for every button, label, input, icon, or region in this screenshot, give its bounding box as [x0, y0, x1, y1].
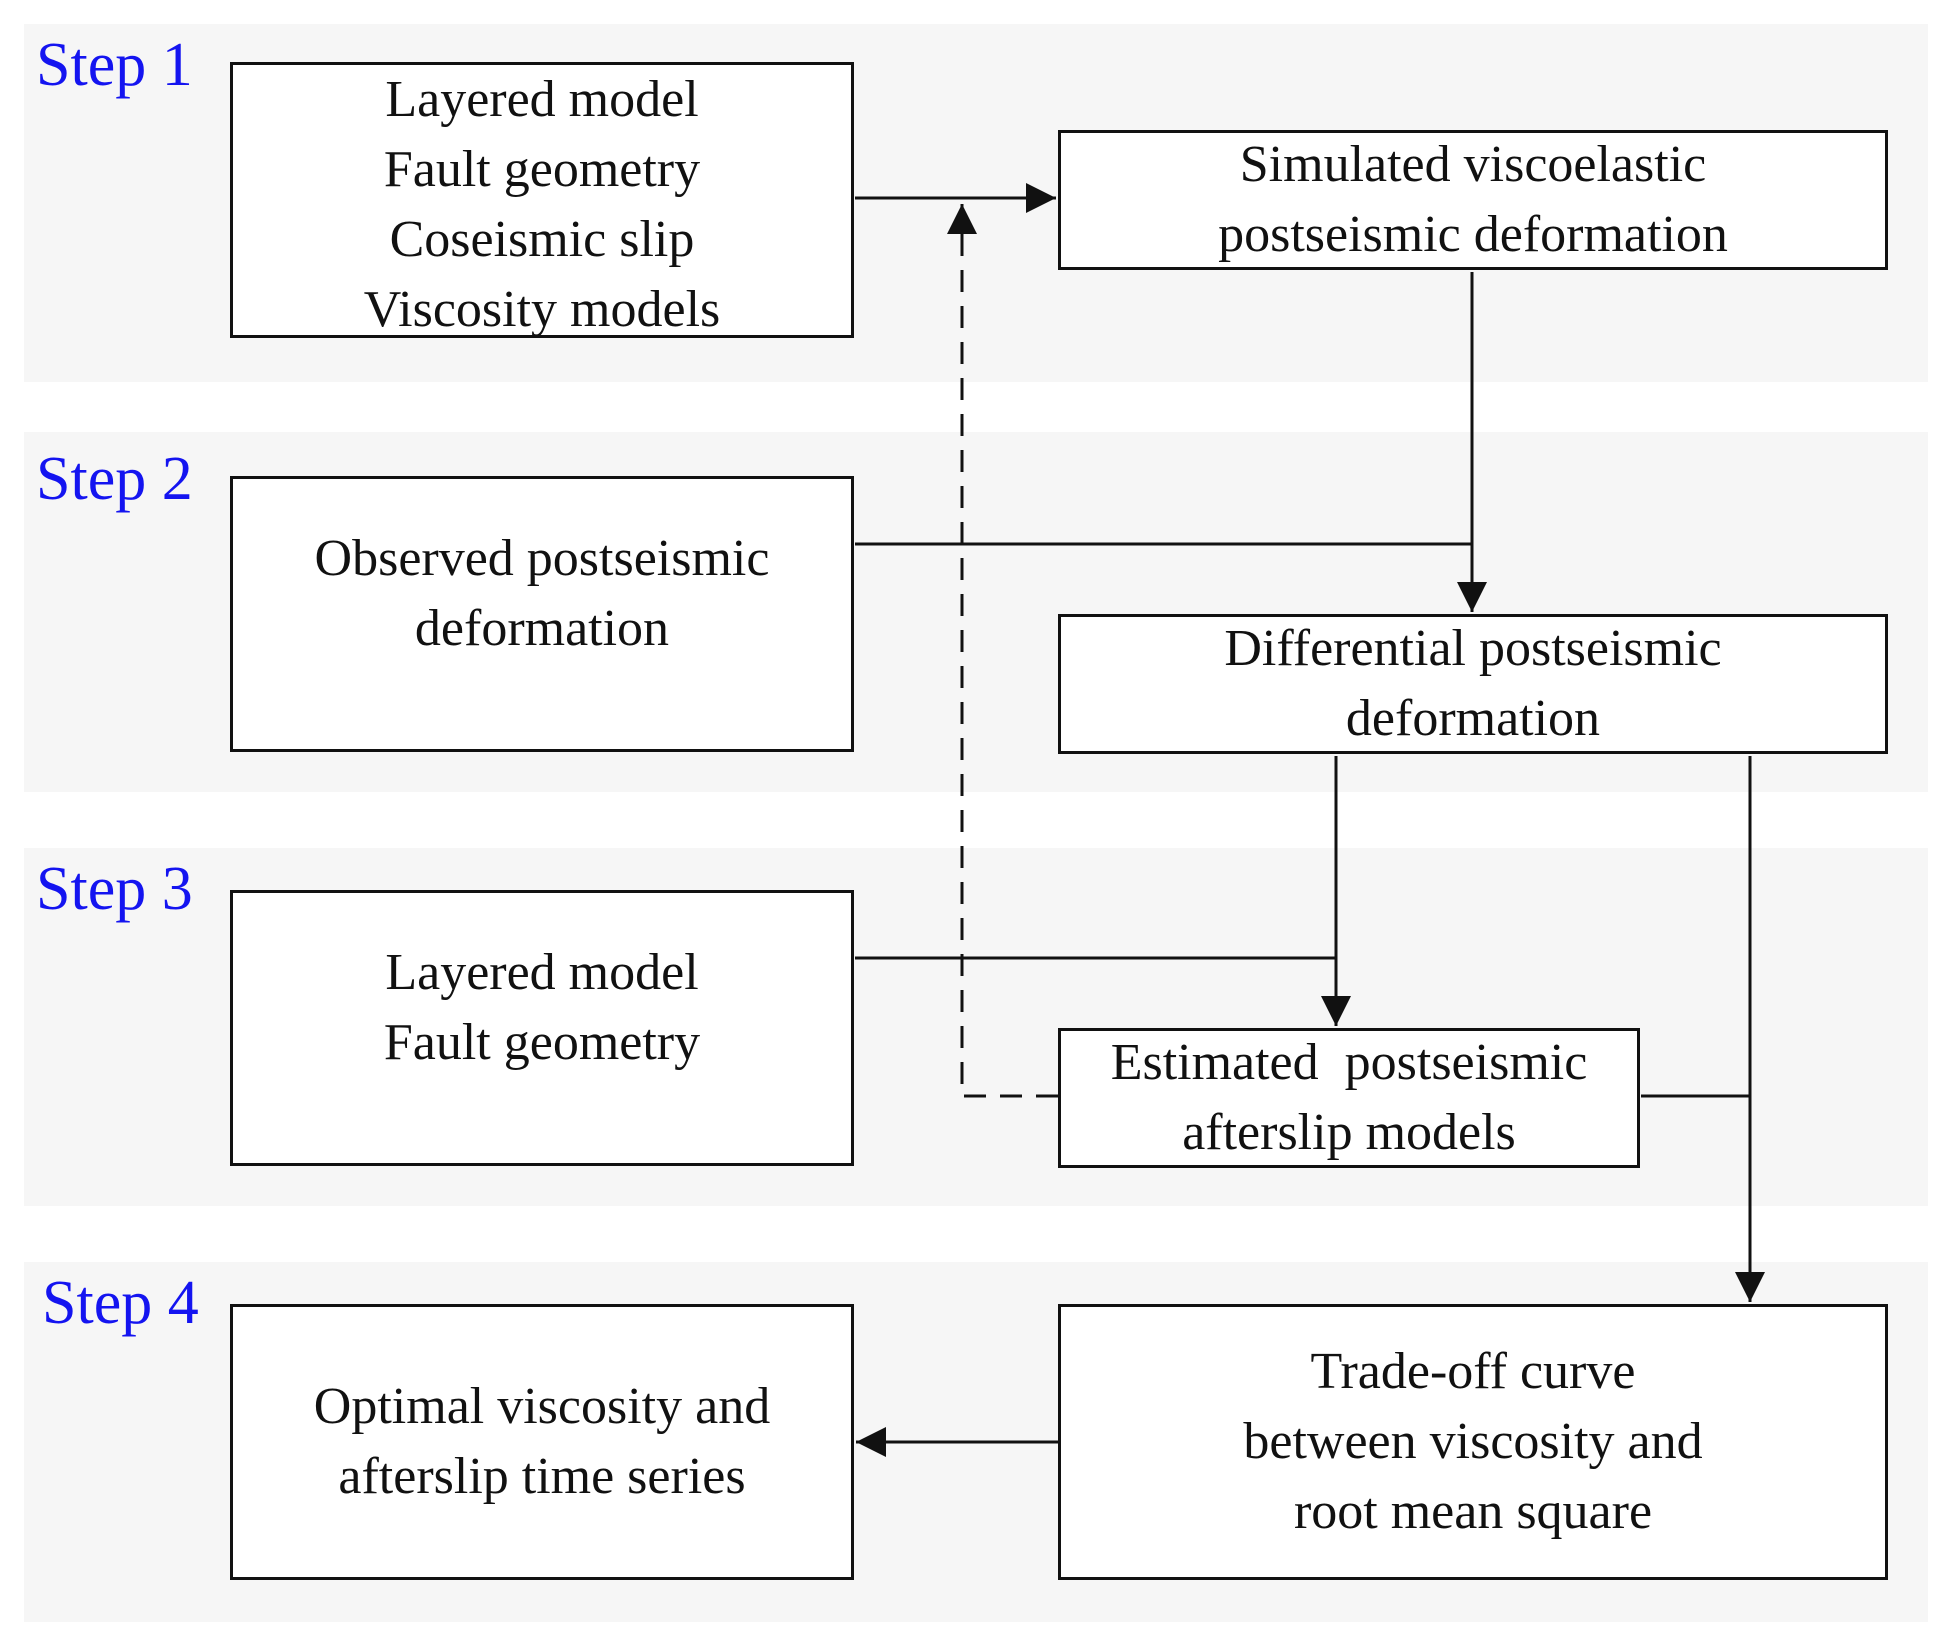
simulated-deformation-box: Simulated viscoelastic postseismic defor… — [1058, 130, 1888, 270]
afterslip-models-box: Estimated postseismic afterslip models — [1058, 1028, 1640, 1168]
box-line: between viscosity and — [1243, 1413, 1703, 1470]
optimal-result-box: Optimal viscosity and afterslip time ser… — [230, 1304, 854, 1580]
box-line: Fault geometry — [383, 1014, 701, 1071]
step3-inputs-box: Layered model Fault geometry — [230, 890, 854, 1166]
box-line: Coseismic slip — [389, 211, 695, 268]
step1-inputs-box: Layered model Fault geometry Coseismic s… — [230, 62, 854, 338]
step-1-label: Step 1 — [36, 31, 193, 99]
box-line: Optimal viscosity and — [313, 1378, 771, 1435]
box-line: Differential postseismic — [1224, 620, 1722, 677]
box-line: Fault geometry — [383, 141, 701, 198]
box-line: deformation — [414, 600, 670, 657]
step-2-label: Step 2 — [36, 445, 193, 513]
box-line: root mean square — [1293, 1483, 1653, 1540]
box-line: Trade-off curve — [1310, 1343, 1636, 1400]
box-line: postseismic deformation — [1218, 206, 1728, 263]
differential-deformation-box: Differential postseismic deformation — [1058, 614, 1888, 754]
box-line: Simulated viscoelastic — [1239, 136, 1707, 193]
box-line: Layered model — [385, 944, 699, 1001]
box-line: Observed postseismic — [314, 530, 770, 587]
box-line: Viscosity models — [363, 281, 721, 338]
observed-deformation-box: Observed postseismic deformation — [230, 476, 854, 752]
step-4-label: Step 4 — [42, 1269, 199, 1337]
box-line: Layered model — [385, 71, 699, 128]
box-line: afterslip time series — [338, 1448, 746, 1505]
box-line: deformation — [1345, 690, 1601, 747]
tradeoff-curve-box: Trade-off curve between viscosity and ro… — [1058, 1304, 1888, 1580]
step-3-label: Step 3 — [36, 855, 193, 923]
box-line: afterslip models — [1182, 1104, 1516, 1161]
box-line: Estimated postseismic — [1110, 1034, 1588, 1091]
